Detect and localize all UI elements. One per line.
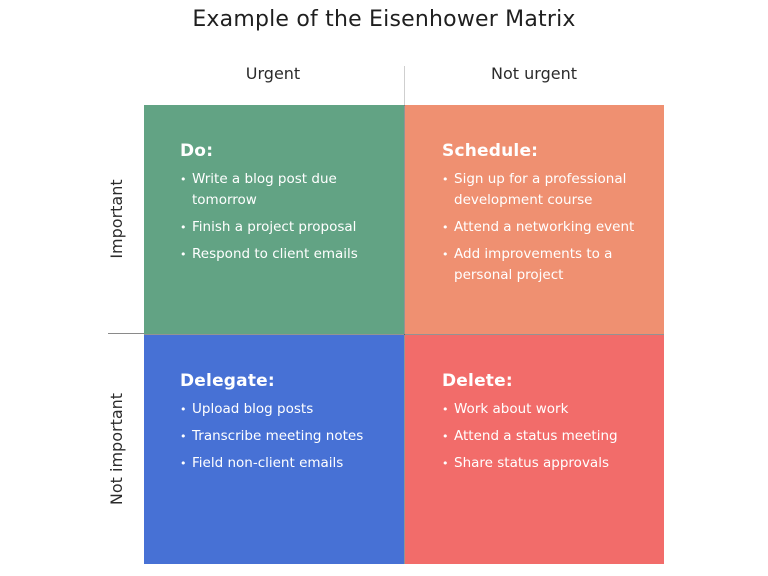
list-item-text: Upload blog posts bbox=[192, 401, 314, 417]
column-label-not-urgent: Not urgent bbox=[491, 64, 577, 83]
list-item: • Share status approvals bbox=[442, 453, 644, 474]
list-item-text: Respond to client emails bbox=[192, 246, 358, 262]
column-label-urgent: Urgent bbox=[245, 64, 301, 83]
list-item-text: Work about work bbox=[454, 401, 569, 417]
bullet-icon: • bbox=[180, 403, 187, 416]
row-label-important: Important bbox=[107, 179, 126, 259]
bullet-icon: • bbox=[180, 173, 187, 186]
list-item-text: Attend a networking event bbox=[454, 219, 635, 235]
list-item-text: Attend a status meeting bbox=[454, 428, 618, 444]
list-item-text: Add improvements to a personal project bbox=[454, 246, 613, 283]
list-item: • Finish a project proposal bbox=[180, 217, 384, 238]
list-item: • Sign up for a professional development … bbox=[442, 169, 644, 211]
list-item: • Work about work bbox=[442, 399, 644, 420]
list-item-text: Transcribe meeting notes bbox=[192, 428, 364, 444]
matrix-horizontal-line bbox=[144, 334, 664, 335]
quadrant-list-schedule: • Sign up for a professional development … bbox=[442, 169, 644, 286]
bullet-icon: • bbox=[442, 403, 449, 416]
list-item: • Upload blog posts bbox=[180, 399, 384, 420]
list-item-text: Finish a project proposal bbox=[192, 219, 357, 235]
list-item-text: Share status approvals bbox=[454, 455, 609, 471]
row-label-not-important: Not important bbox=[107, 392, 126, 506]
quadrant-delete: Delete: • Work about work • Attend a statu… bbox=[405, 335, 664, 564]
quadrant-title-schedule: Schedule: bbox=[442, 141, 539, 161]
quadrant-delegate: Delegate: • Upload blog posts • Transcribe… bbox=[144, 335, 404, 564]
bullet-icon: • bbox=[180, 430, 187, 443]
list-item: • Respond to client emails bbox=[180, 244, 384, 265]
quadrant-do: Do: • Write a blog post due tomorrow • Fin… bbox=[144, 105, 404, 334]
list-item: • Attend a networking event bbox=[442, 217, 644, 238]
list-item: • Write a blog post due tomorrow bbox=[180, 169, 384, 211]
bullet-icon: • bbox=[180, 457, 187, 470]
row-divider bbox=[108, 333, 145, 334]
bullet-icon: • bbox=[180, 221, 187, 234]
list-item: • Field non-client emails bbox=[180, 453, 384, 474]
bullet-icon: • bbox=[180, 248, 187, 261]
bullet-icon: • bbox=[442, 430, 449, 443]
page-title: Example of the Eisenhower Matrix bbox=[192, 7, 576, 32]
list-item-text: Write a blog post due tomorrow bbox=[192, 171, 337, 208]
quadrant-schedule: Schedule: • Sign up for a professional de… bbox=[405, 105, 664, 334]
quadrant-title-do: Do: bbox=[180, 141, 214, 161]
bullet-icon: • bbox=[442, 457, 449, 470]
column-divider bbox=[404, 66, 405, 106]
bullet-icon: • bbox=[442, 221, 449, 234]
bullet-icon: • bbox=[442, 173, 449, 186]
quadrant-list-do: • Write a blog post due tomorrow • Finish … bbox=[180, 169, 384, 265]
quadrant-title-delete: Delete: bbox=[442, 371, 513, 391]
list-item-text: Field non-client emails bbox=[192, 455, 344, 471]
bullet-icon: • bbox=[442, 248, 449, 261]
quadrant-title-delegate: Delegate: bbox=[180, 371, 275, 391]
list-item: • Transcribe meeting notes bbox=[180, 426, 384, 447]
list-item: • Attend a status meeting bbox=[442, 426, 644, 447]
quadrant-list-delete: • Work about work • Attend a status meetin… bbox=[442, 399, 644, 474]
quadrant-list-delegate: • Upload blog posts • Transcribe meeting n… bbox=[180, 399, 384, 474]
list-item: • Add improvements to a personal project bbox=[442, 244, 644, 286]
list-item-text: Sign up for a professional development c… bbox=[454, 171, 627, 208]
